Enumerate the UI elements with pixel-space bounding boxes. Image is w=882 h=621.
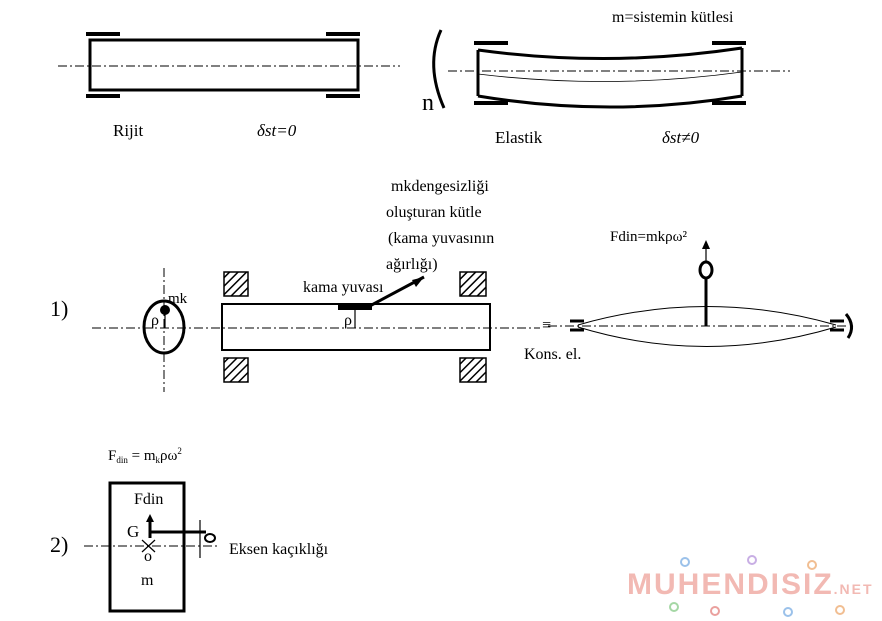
disk-mass-label: m [141, 572, 154, 589]
keyway-label: kama yuvası [303, 279, 384, 296]
rotation-arc [432, 29, 446, 109]
equivalence-symbol: ≡ [542, 317, 552, 334]
bearing-blocks [223, 271, 487, 383]
watermark-gears [669, 555, 845, 617]
mass-note: m=sistemin kütlesi [612, 9, 734, 26]
unbalance-note-line-4: ağırlığı) [386, 256, 438, 273]
equivalent-model-label: Kons. el. [524, 346, 582, 363]
rigid-label: Rijit [113, 121, 144, 140]
dynamic-force-formula-1: Fdin=mkρω² [610, 229, 687, 245]
elastic-delta-label: δst≠0 [662, 128, 700, 147]
rigid-delta-label: δst=0 [257, 121, 297, 140]
gravity-center-label: G [127, 522, 140, 541]
unbalance-note-line-1: mkdengesizliği [391, 178, 489, 195]
unbalance-note-line-3: (kama yuvasının [388, 230, 495, 247]
watermark-logo: MUHENDISIZ.NET [627, 568, 874, 601]
elastic-label: Elastik [495, 128, 543, 147]
speed-symbol: n [422, 90, 434, 116]
unbalance-mass-label: mk [168, 291, 188, 307]
equivalent-elastic-model [548, 240, 853, 347]
rotation-arc-small [844, 313, 853, 339]
elastic-shaft [432, 29, 790, 109]
section-1-number: 1) [50, 296, 69, 321]
section-2-number: 2) [50, 532, 69, 557]
rigid-shaft [58, 32, 400, 98]
disk-rho-label: ρ [151, 312, 159, 329]
eccentricity-label: Eksen kaçıklığı [229, 541, 329, 558]
unbalance-note-line-2: oluşturan kütle [386, 204, 482, 221]
shaft-with-keyway [221, 275, 491, 351]
dynamic-force-formula-2: Fdin = mkρω2 [108, 446, 182, 465]
force-label: Fdin [134, 491, 164, 508]
eccentric-disk [84, 481, 218, 613]
axis-center-label: o [144, 548, 152, 565]
keyway-rho-label: ρ [344, 312, 352, 329]
unbalance-disk [92, 268, 540, 392]
